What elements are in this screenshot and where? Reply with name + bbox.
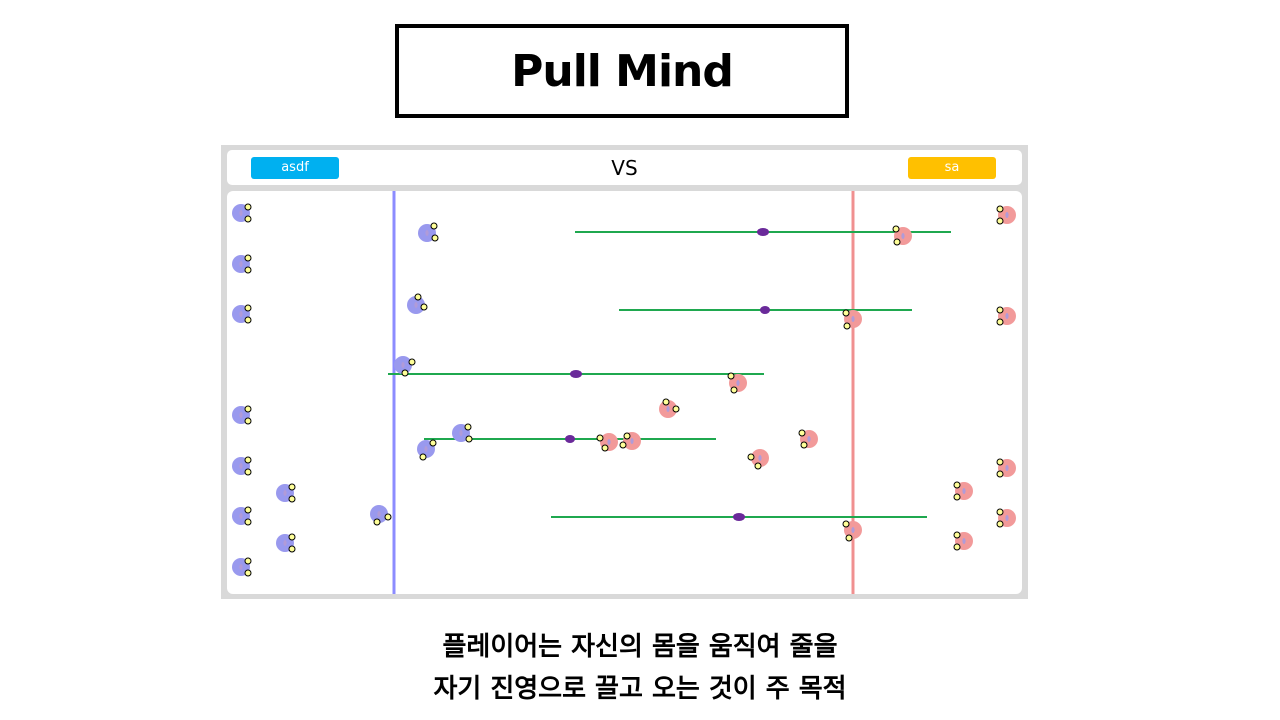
player-icon — [727, 372, 747, 394]
player-icon — [407, 293, 428, 314]
field-canvas — [232, 191, 1016, 594]
player-icon — [417, 439, 437, 461]
player-icon — [276, 483, 296, 503]
player-icon — [232, 203, 252, 223]
player-icon — [418, 222, 439, 242]
player-icon — [452, 423, 473, 443]
knot-icon — [570, 370, 582, 378]
player-icon — [232, 405, 252, 425]
player-icon — [747, 449, 769, 470]
ropes — [388, 228, 951, 521]
player-icon — [953, 531, 973, 551]
knot-icon — [757, 228, 769, 236]
player-icon — [996, 508, 1016, 528]
player-icon — [996, 306, 1016, 326]
player-icon — [996, 458, 1016, 478]
knot-icon — [760, 306, 770, 314]
page-title: Pull Mind — [511, 45, 734, 97]
player-icon — [996, 205, 1016, 225]
score-header: asdf VS sa — [227, 150, 1022, 185]
game-window: asdf VS sa — [221, 145, 1028, 599]
player-icon — [953, 481, 973, 501]
player-icon — [232, 254, 252, 274]
left-team-badge: asdf — [251, 157, 339, 179]
player-icon — [892, 225, 912, 246]
blue-team-players — [232, 203, 473, 577]
knot-icon — [565, 435, 575, 443]
player-icon — [798, 429, 818, 449]
player-icon — [619, 432, 641, 450]
player-icon — [596, 433, 618, 452]
player-icon — [232, 506, 252, 526]
game-field — [227, 191, 1022, 594]
player-icon — [659, 398, 680, 418]
player-icon — [276, 533, 296, 553]
knot-icon — [733, 513, 745, 521]
vs-label: VS — [611, 156, 638, 180]
player-icon — [370, 505, 392, 526]
player-icon — [232, 557, 252, 577]
player-icon — [394, 356, 416, 377]
title-box: Pull Mind — [395, 24, 849, 118]
caption-line-2: 자기 진영으로 끌고 오는 것이 주 목적 — [433, 674, 847, 704]
caption-line-1: 플레이어는 자신의 몸을 움직여 줄을 — [442, 632, 838, 662]
player-icon — [232, 456, 252, 476]
right-team-badge: sa — [908, 157, 996, 179]
player-icon — [232, 304, 252, 324]
red-team-players — [596, 205, 1016, 551]
player-icon — [842, 309, 862, 330]
player-icon — [842, 520, 862, 542]
